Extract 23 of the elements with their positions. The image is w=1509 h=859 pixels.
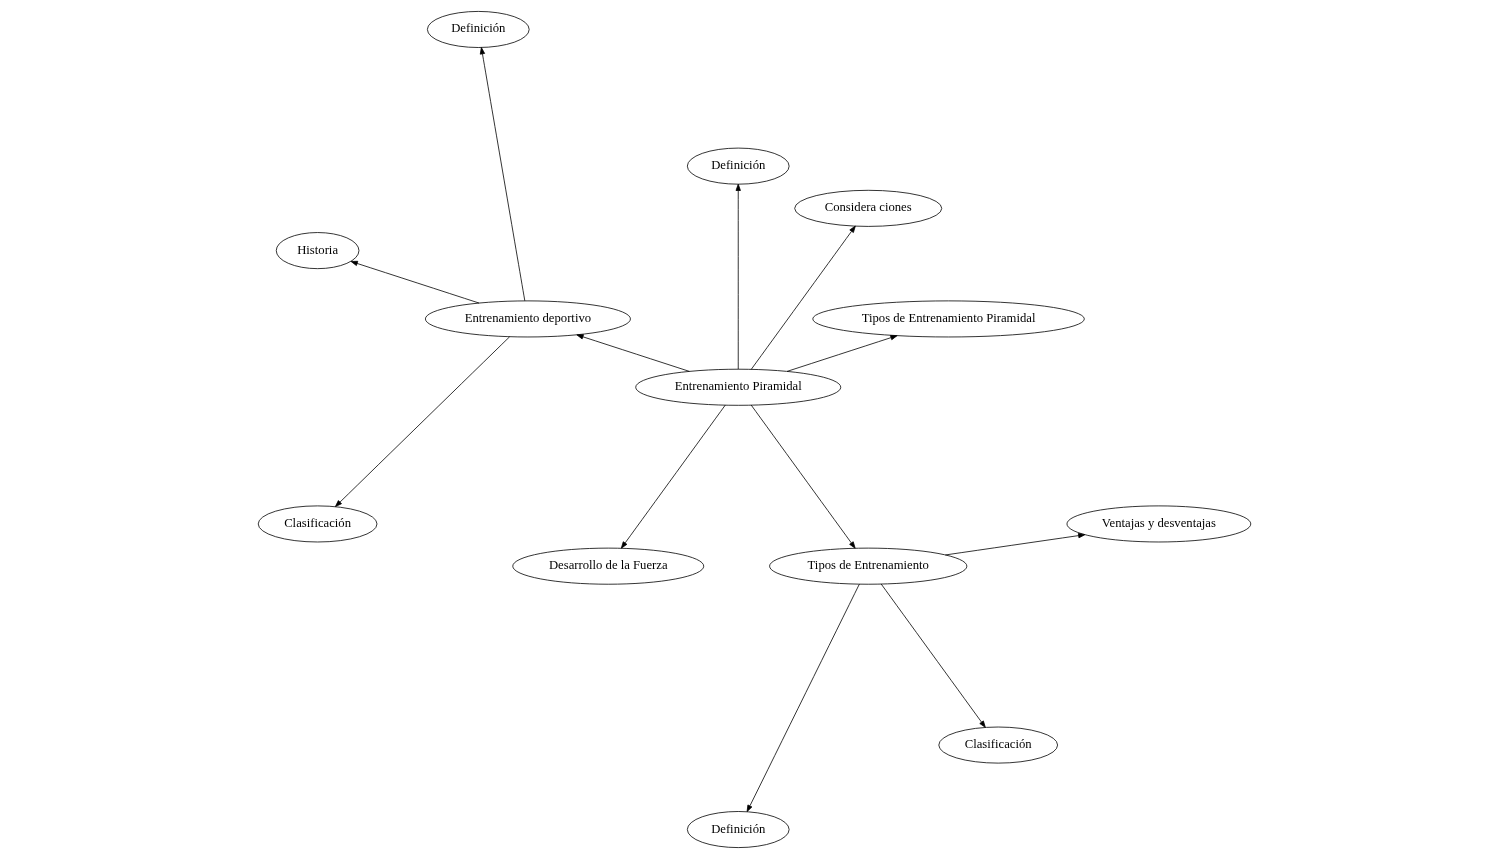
arrow xyxy=(479,47,526,302)
arrow xyxy=(786,335,898,372)
arrow xyxy=(335,336,511,507)
node-ellipse: Entrenamiento Piramidal xyxy=(635,368,842,406)
arrow xyxy=(620,404,726,549)
arrow xyxy=(750,225,856,370)
node-ellipse: Tipos de Entrenamiento Piramidal xyxy=(812,300,1085,338)
node-ellipse: Tipos de Entrenamiento xyxy=(769,547,968,585)
node-ellipse: Definición xyxy=(686,147,790,185)
node-ellipse: Ventajas y desventajas xyxy=(1066,505,1252,543)
arrow xyxy=(576,334,690,372)
arrow xyxy=(735,183,741,370)
node-ellipse: Desarrollo de la Fuerza xyxy=(512,547,705,585)
node-ellipse: Considera ciones xyxy=(794,189,943,227)
node-ellipse: Clasificación xyxy=(938,726,1058,764)
arrow xyxy=(750,404,856,549)
arrow xyxy=(880,583,986,728)
node-ellipse: Clasificación xyxy=(257,505,378,543)
node-ellipse: Definición xyxy=(427,11,530,48)
node-ellipse: Definición xyxy=(686,811,790,848)
arrow xyxy=(350,260,480,304)
arrow xyxy=(746,583,860,812)
arrow xyxy=(944,533,1086,556)
